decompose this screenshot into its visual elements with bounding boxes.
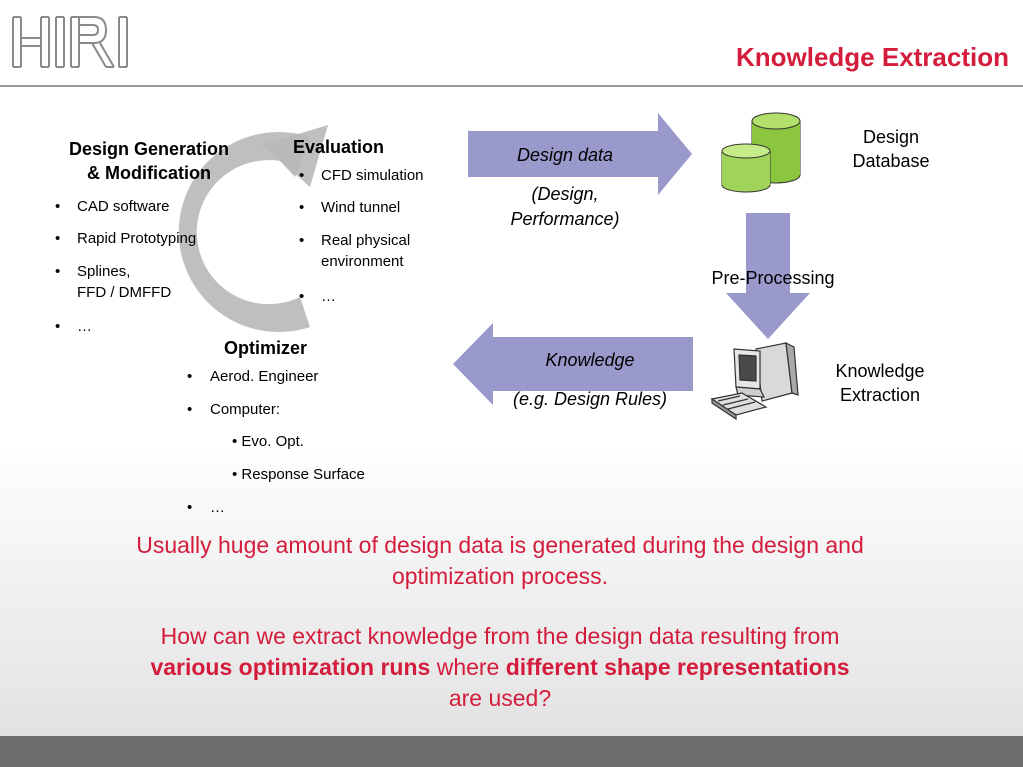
slide-title: Knowledge Extraction: [735, 42, 1009, 72]
knowledge-label: Knowledge: [545, 350, 635, 370]
question-paragraph: How can we extract knowledge from the de…: [150, 623, 850, 711]
slide-content: Design Generation & Modification •CAD so…: [0, 87, 1023, 736]
list-item: •Rapid Prototyping: [55, 230, 197, 247]
list-item: •Splines,: [55, 263, 131, 280]
footer-bar: [0, 736, 1023, 767]
list-item: •…: [187, 499, 225, 516]
list-item: •…: [299, 288, 336, 305]
computer-icon: [710, 341, 799, 421]
list-item: •…: [55, 318, 92, 335]
evaluation-heading: Evaluation: [293, 137, 385, 157]
design-generation-heading: Design Generation & Modification: [68, 139, 230, 183]
database-cylinders-icon: [721, 112, 801, 193]
list-item: •Aerod. Engineer: [187, 368, 319, 385]
header-divider: [0, 85, 1023, 87]
preprocessing-arrow: [726, 213, 810, 339]
slide-header: Knowledge Extraction: [0, 0, 1023, 86]
design-data-label: Design data: [516, 145, 614, 165]
list-item: environment: [321, 253, 404, 270]
list-item: •Real physical: [299, 232, 411, 249]
statement-paragraph: Usually huge amount of design data is ge…: [136, 532, 864, 589]
knowledge-arrow: [453, 323, 693, 405]
list-item: • Response Surface: [232, 466, 365, 483]
list-item: •CAD software: [55, 198, 170, 215]
hri-logo-icon: [12, 16, 128, 68]
knowledge-sublabel: (e.g. Design Rules): [512, 389, 668, 409]
design-data-arrow: [468, 113, 692, 195]
list-item: • Evo. Opt.: [232, 433, 304, 450]
design-database-label: Design Database: [852, 127, 930, 171]
list-item: •Computer:: [187, 401, 281, 418]
list-item: •Wind tunnel: [299, 199, 401, 216]
list-item: FFD / DMFFD: [77, 284, 172, 301]
knowledge-extraction-label: Knowledge Extraction: [835, 361, 925, 405]
circular-arrow-icon: [178, 125, 328, 332]
optimizer-heading: Optimizer: [224, 338, 308, 358]
list-item: •CFD simulation: [299, 167, 424, 184]
preprocessing-label: Pre-Processing: [711, 268, 835, 288]
design-data-sublabel: (Design, Performance): [510, 184, 620, 229]
